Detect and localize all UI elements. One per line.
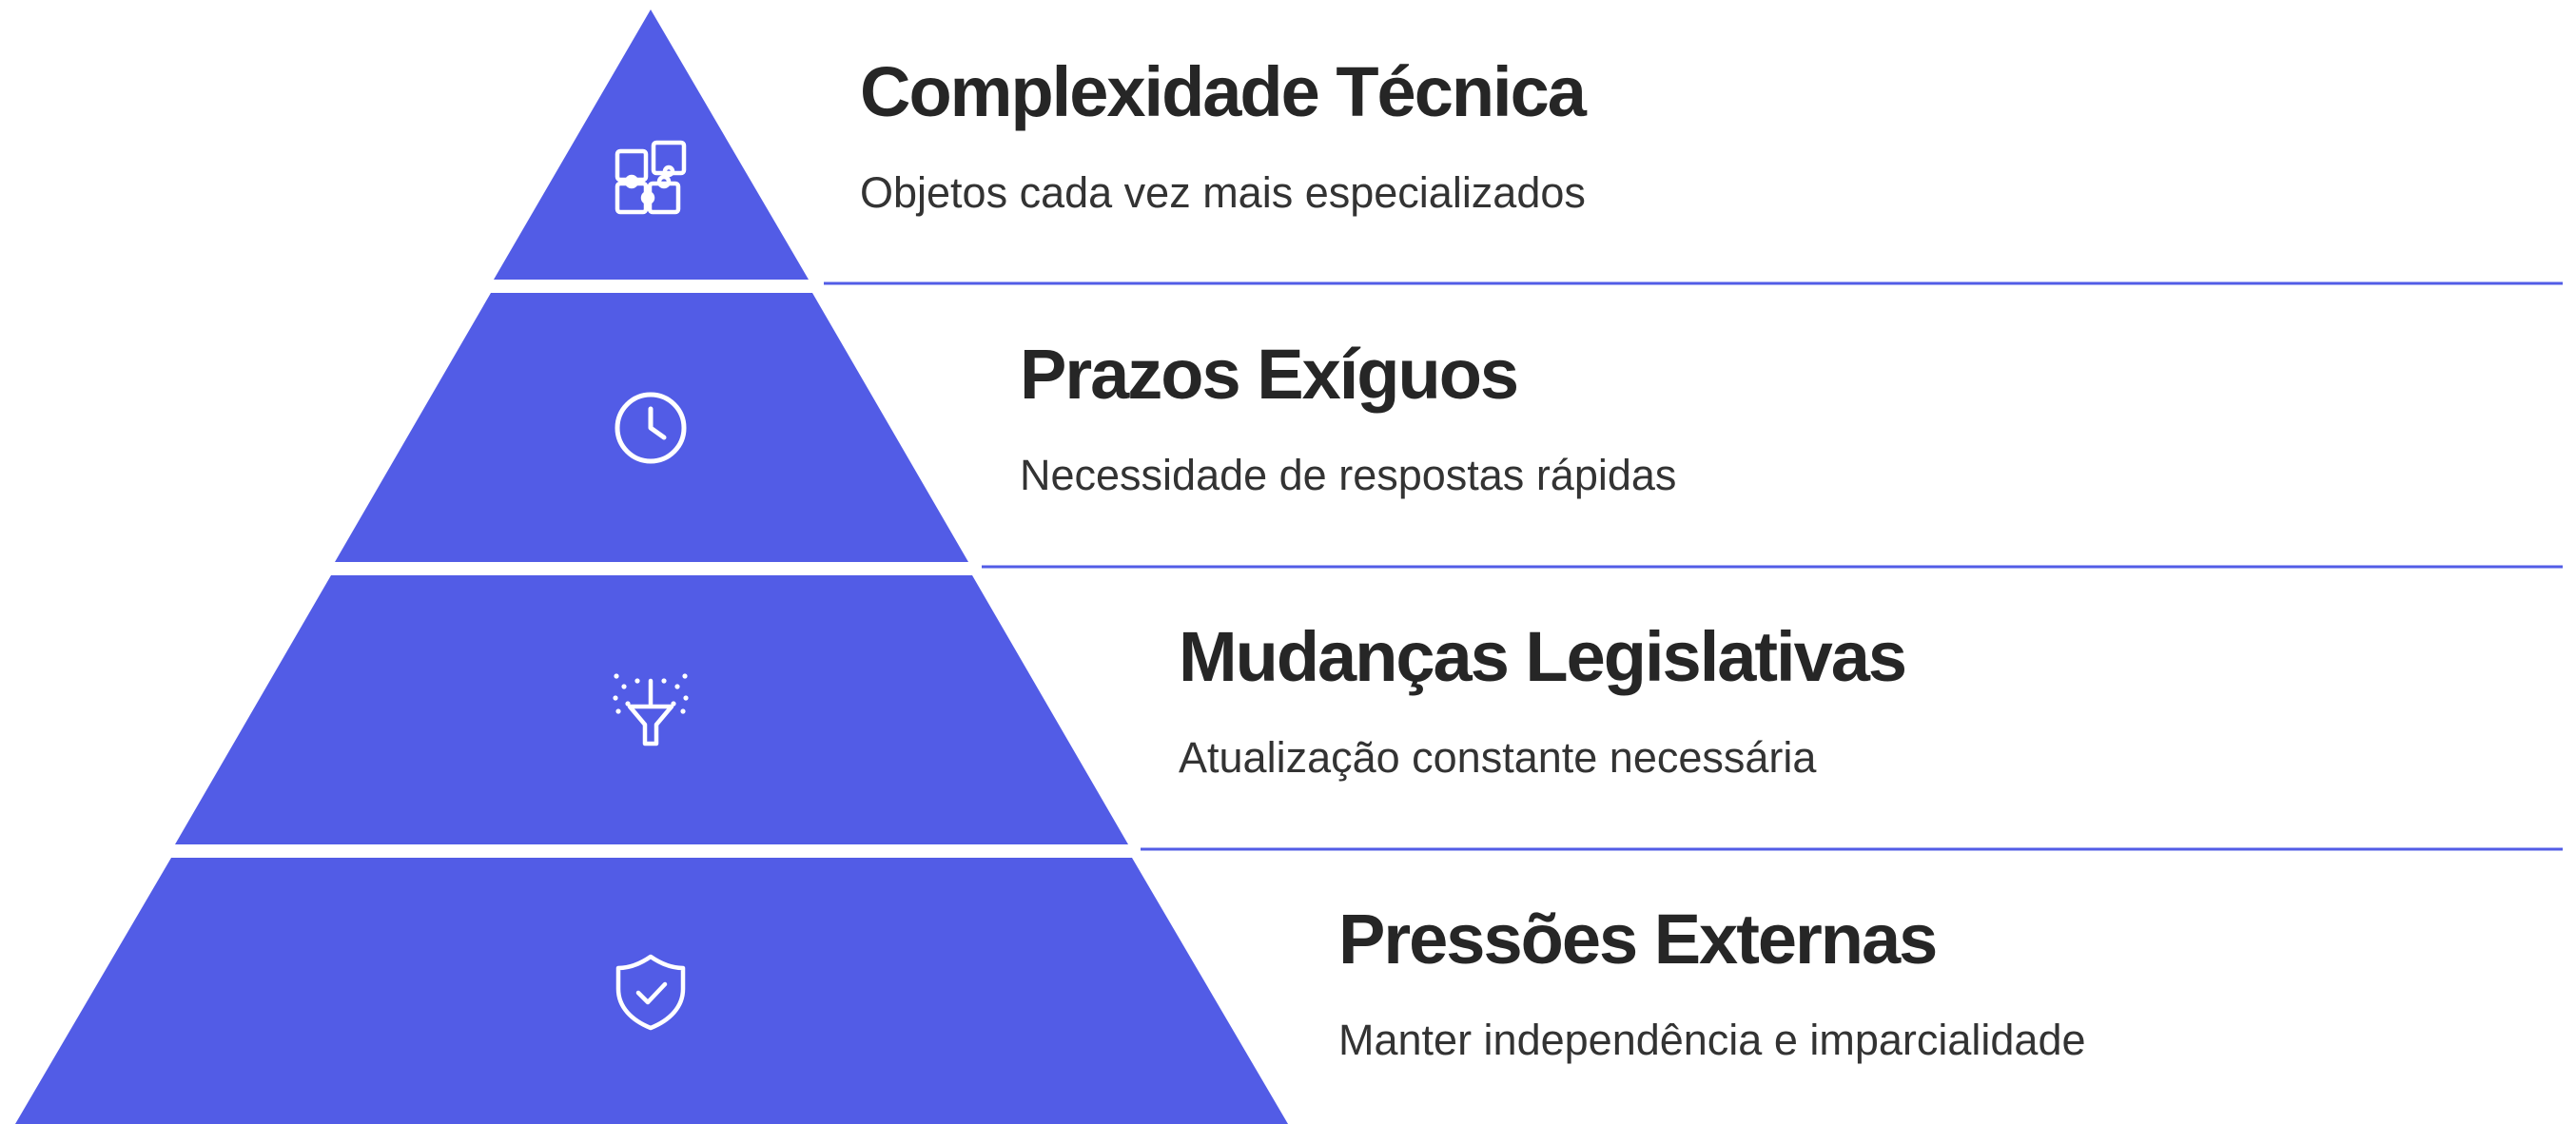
level-1-text: Complexidade Técnica Objetos cada vez ma… xyxy=(860,52,1587,215)
level-title: Pressões Externas xyxy=(1338,900,1938,979)
level-4-text: Pressões Externas Manter independência e… xyxy=(1338,900,2086,1062)
level-description: Necessidade de respostas rápidas xyxy=(1020,451,1677,499)
funnel-icon xyxy=(613,673,689,746)
level-description: Manter independência e imparcialidade xyxy=(1338,1016,2086,1064)
puzzle-icon xyxy=(615,140,687,215)
level-title: Complexidade Técnica xyxy=(860,52,1587,131)
pyramid-tier-4 xyxy=(15,858,1288,1124)
level-title: Prazos Exíguos xyxy=(1020,335,1519,414)
pyramid-tier-1 xyxy=(494,10,809,280)
level-description: Atualização constante necessária xyxy=(1179,733,1817,782)
level-description: Objetos cada vez mais especializados xyxy=(860,168,1586,217)
level-2-text: Prazos Exíguos Necessidade de respostas … xyxy=(1020,335,1676,497)
shield-check-icon xyxy=(615,954,686,1031)
clock-icon xyxy=(615,392,687,464)
pyramid-tier-3 xyxy=(175,575,1128,844)
level-3-text: Mudanças Legislativas Atualização consta… xyxy=(1179,617,1907,780)
level-title: Mudanças Legislativas xyxy=(1179,617,1907,696)
